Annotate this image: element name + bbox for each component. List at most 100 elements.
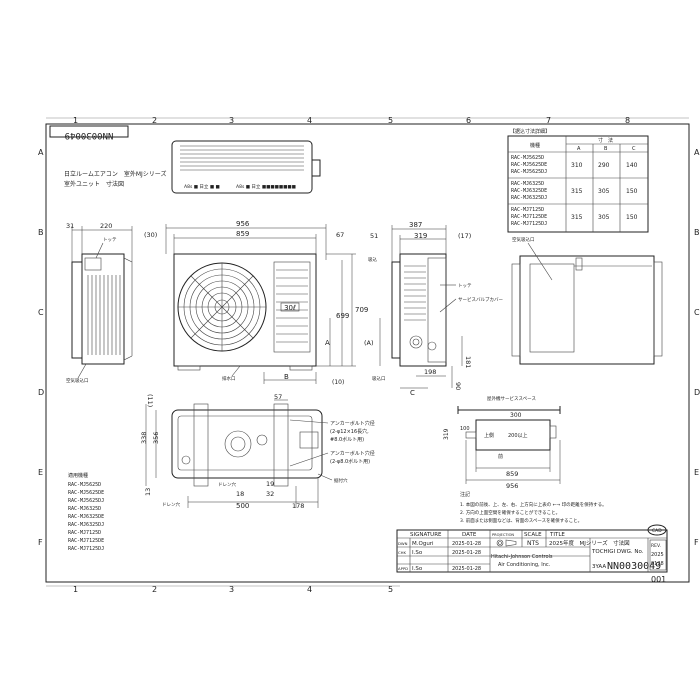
title-block-date-header: DATE [462,532,477,538]
title-block-role: APPD [398,566,408,571]
rev-box-line1: REV. [651,543,661,549]
dim-67: 67 [336,231,344,239]
row-label: D [38,388,44,397]
col-label: 4 [307,585,312,594]
title-block-scale-header: SCALE [524,532,542,538]
table-value-a: 315 [571,188,583,195]
side-left-handle-label: トッテ [103,237,117,243]
rear-view: 空気吸込口 [511,236,663,365]
dim-356: 356 [152,432,160,444]
top-view-label-left: A8s ■ 日立 ■ ■ [184,183,220,190]
dim-709: 709 [355,306,368,314]
title-block-title-value: 2025年度 MJシリーズ 寸法図 [549,539,630,547]
row-label: E [694,468,699,477]
table-value-a: 315 [571,214,583,221]
service-dim-859: 859 [506,470,518,478]
drain-hole-label-2: ドレン穴 [162,501,180,508]
drawing-number: NN0030049 [607,561,661,572]
tochigi-label: TOCHIGI DWG. No. [591,549,644,555]
notes-title: 注記 [460,491,470,498]
col-label: 3 [229,585,234,594]
service-front-label: 前 [498,453,503,460]
title-block-date: 2025-01-28 [452,541,481,547]
row-label: A [38,148,44,157]
dim-178: 178 [292,502,304,510]
applicable-models: 適用機種 RAC-MJ5625D RAC-MJ5625DE RAC-MJ5625… [68,472,104,552]
title-block-role: DWN [398,541,408,546]
notes: 注記 1. 本図の前後、上、左、右、上方向に上表の ←→ 印の距離を保持する。 … [460,491,607,524]
dim-30: (30) [144,231,157,239]
front-view: 30ℓ 956 859 (30) 67 709 699 A B (10) 排水口 [144,220,368,386]
title-block-scale-value: NTS [527,540,539,547]
cad-stamp-icon [647,524,667,536]
service-dim-956: 956 [506,482,518,490]
row-label: D [694,388,700,397]
dim-13: 13 [144,488,152,496]
col-label: 1 [73,585,78,594]
title-block-title-header: TITLE [549,532,565,538]
table-model: RAC-MJ5625DJ [511,169,547,175]
dim-319: 319 [414,232,427,240]
dim-387: 387 [409,221,422,229]
dim-859: 859 [236,230,249,238]
projection-symbol-icon [496,539,517,547]
models-table-title: 【据込寸法詳細】 [510,128,550,135]
dim-500: 500 [236,502,249,510]
note-line: 2. 方向の上面空間を確保することができること。 [460,509,560,516]
models-table-col-a: A [577,146,581,152]
cad-stamp-label: CAD [652,528,662,534]
dim-198: 198 [424,368,436,376]
table-model: RAC-MJ7125DE [511,214,547,220]
side-right-handle-label: トッテ [458,283,472,289]
table-value-b: 305 [598,188,610,195]
row-labels: A B C D E F A B C D E F [38,148,700,547]
applicable-model: RAC-MJ7125D [68,530,101,536]
dim-699: 699 [336,312,349,320]
table-model: RAC-MJ7125D [511,207,544,213]
col-label: 5 [388,585,393,594]
anchor2-spec: (2-φ8.0ボルト用) [330,458,370,465]
row-label: A [694,148,700,157]
applicable-model: RAC-MJ6325DE [68,514,104,520]
rev-box-line2: 2025 [651,552,664,558]
company-line2: Air Conditioning, Inc. [498,562,551,568]
dim-C: C [410,389,415,397]
row-label: F [694,538,699,547]
service-top-label: 上側 [484,432,494,439]
models-table-unit: 寸 法 [598,137,613,144]
note-line: 1. 本図の前後、上、左、右、上方向に上表の ←→ 印の距離を保持する。 [460,501,607,508]
models-table-col-b: B [604,146,608,152]
table-model: RAC-MJ6325D [511,181,544,187]
dim-956: 956 [236,220,250,228]
dim-10: (10) [332,379,344,386]
models-table-col-model: 機種 [530,142,540,149]
models-table-col-c: C [632,146,636,152]
base-hole-label: 据付穴 [334,477,348,484]
table-value-c: 140 [626,162,638,169]
col-label: 6 [466,116,471,125]
anchor2-title: アンカーボルト穴径 [330,450,375,457]
drawing-number-text: NN0030049 [65,130,114,140]
applicable-model: RAC-MJ5625D [68,482,101,488]
col-label: 4 [307,116,312,125]
table-model: RAC-MJ7125DJ [511,221,547,227]
table-value-a: 310 [571,162,583,169]
anchor1-spec: (2-φ12×16長穴, [330,428,369,435]
dim-90: 90 [454,382,462,390]
dim-11: (11) [146,394,154,407]
table-value-c: 150 [626,188,638,195]
dim-18: 18 [236,490,244,498]
side-right-top-label: 吸込 [368,256,377,263]
col-label: 3 [229,116,234,125]
table-model: RAC-MJ5625DE [511,162,547,168]
side-left-drain-label: 空気吸込口 [66,377,89,384]
dim-57: 57 [274,393,282,401]
col-label: 5 [388,116,393,125]
drain-hole-label: ドレン穴 [218,481,236,488]
col-label: 1 [73,116,78,125]
table-value-b: 290 [598,162,610,169]
row-label: E [38,468,43,477]
dim-181: 181 [464,356,472,368]
applicable-model: RAC-MJ7125DJ [68,546,104,552]
table-value-b: 305 [598,214,610,221]
